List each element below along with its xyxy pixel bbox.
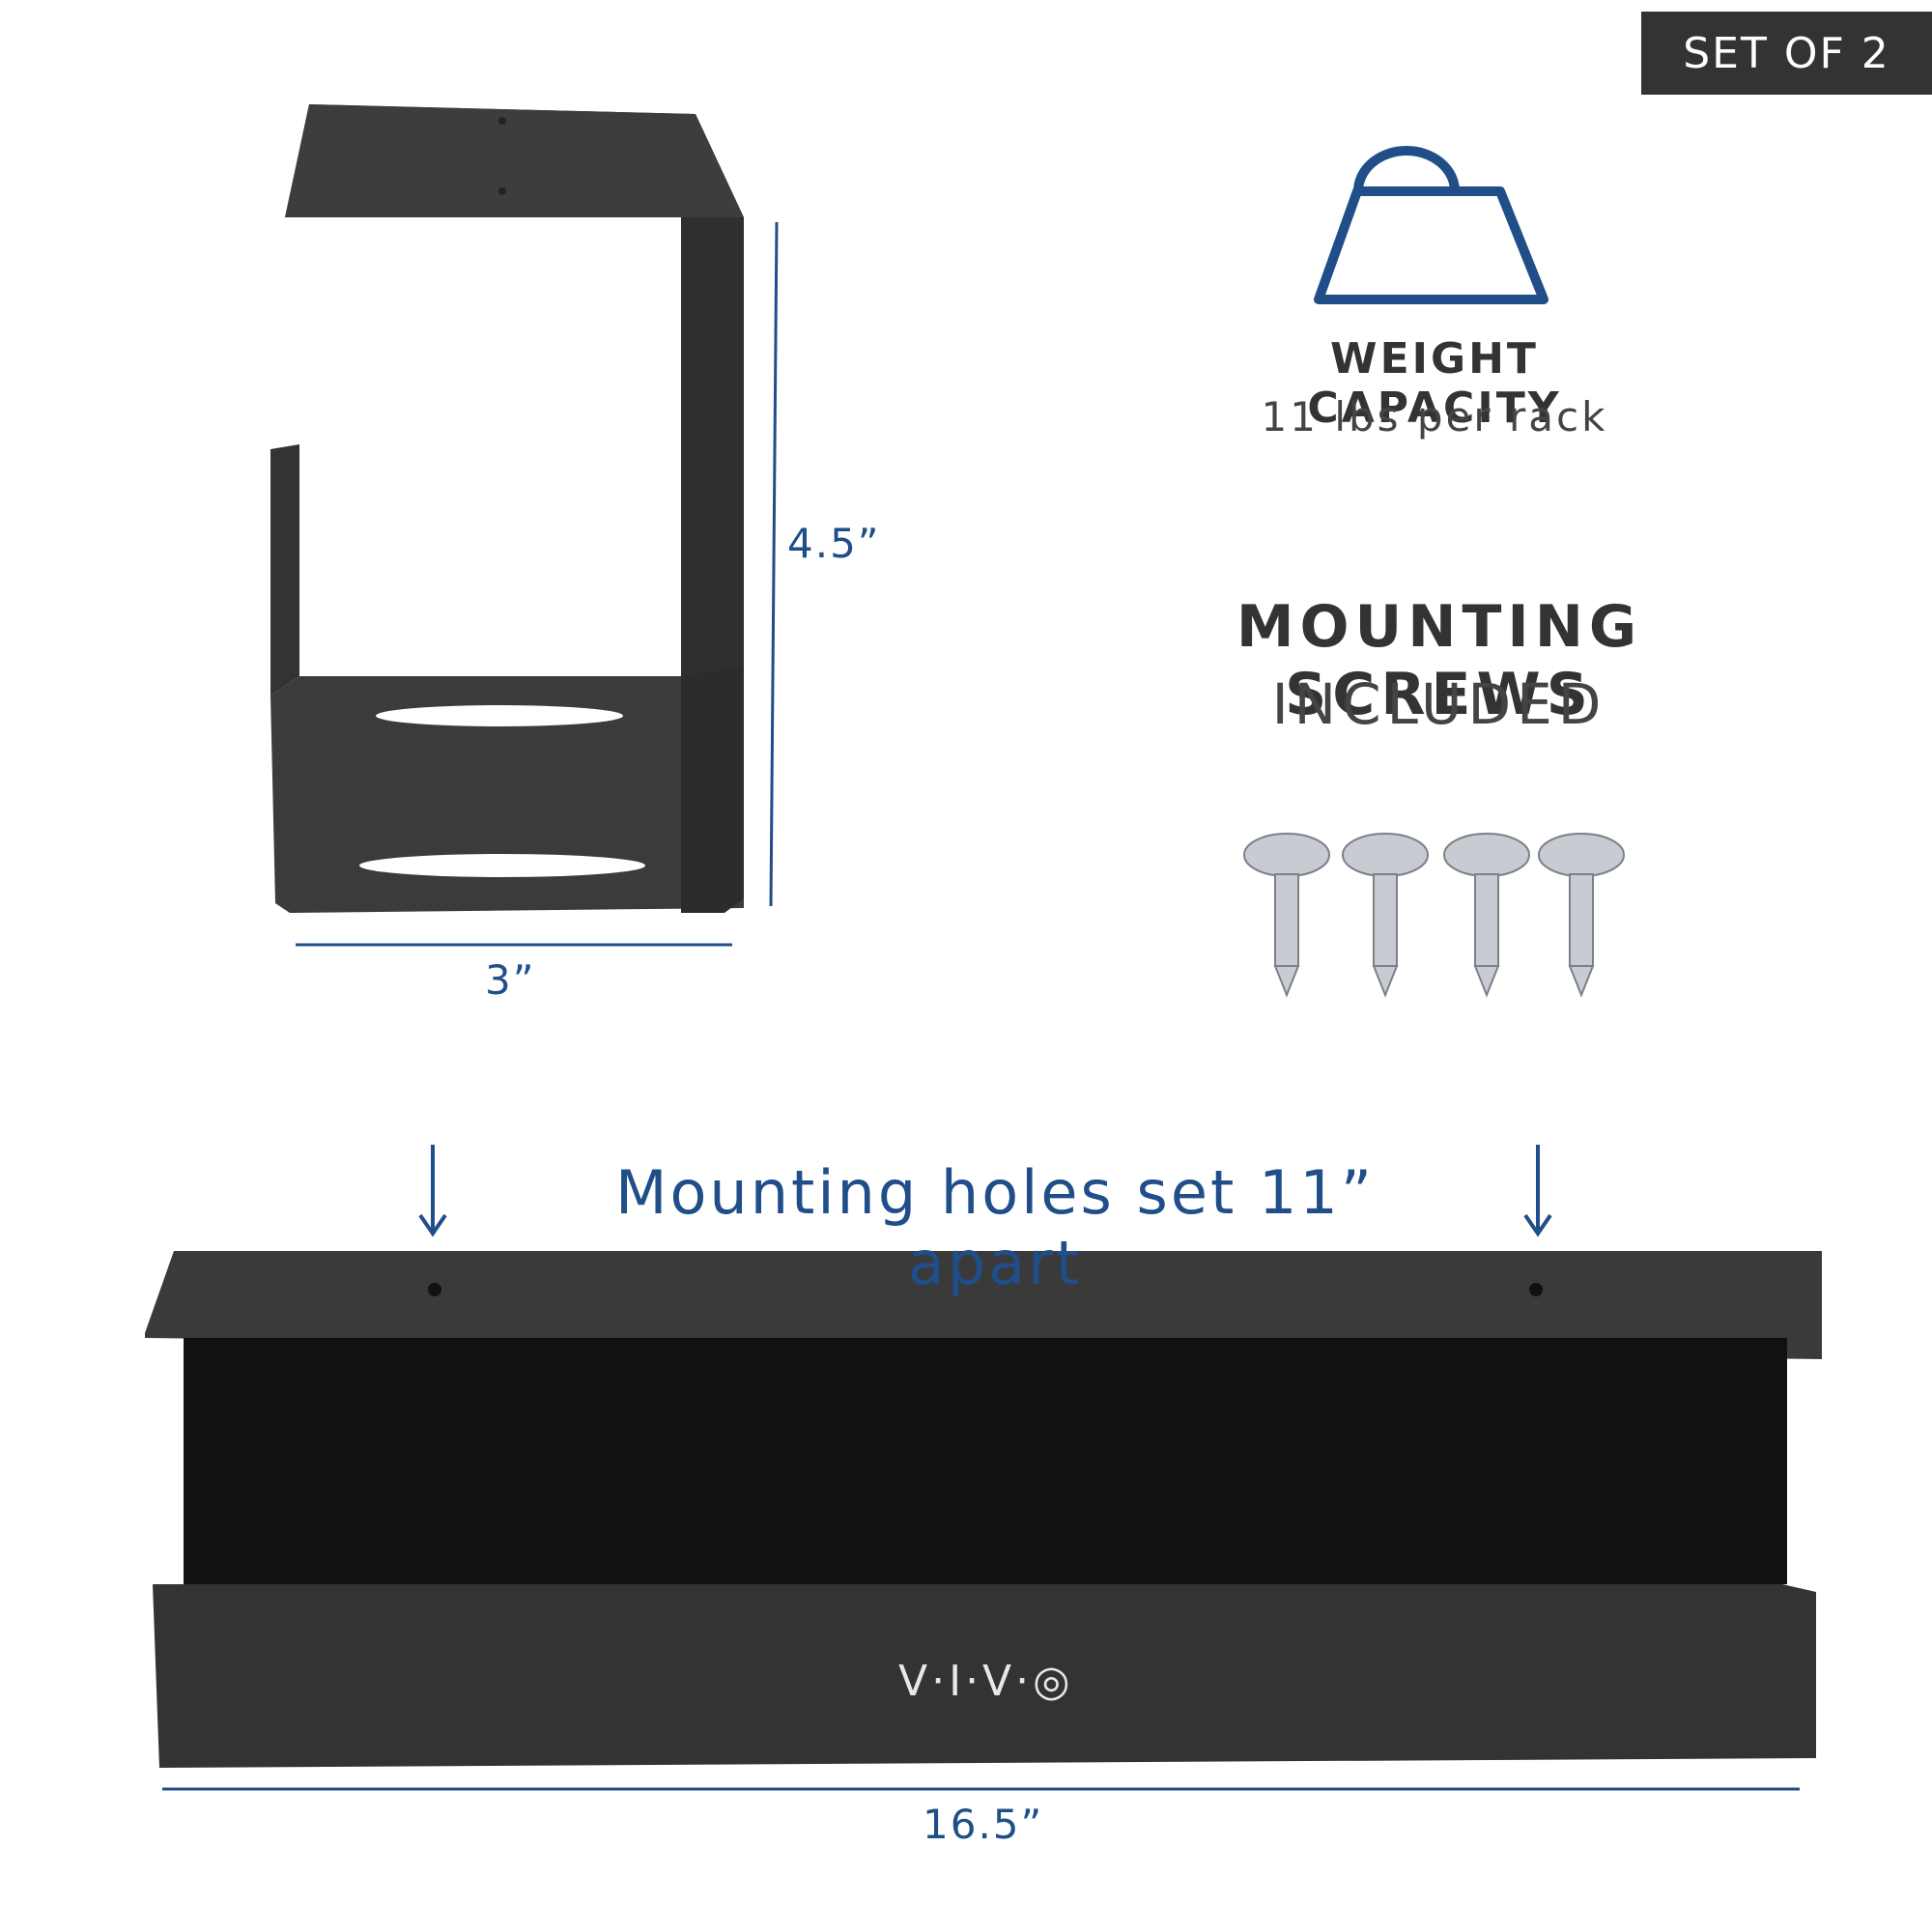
screw-4: [1538, 833, 1625, 998]
vivo-logo: V·I·V·◎: [898, 1657, 1074, 1706]
mounting-holes-label: Mounting holes set 11” apart: [615, 1157, 1375, 1298]
width-dimension-label: 3”: [485, 956, 536, 1004]
height-dimension-line: [769, 221, 779, 907]
screw-2: [1342, 833, 1429, 998]
screw-1: [1243, 833, 1330, 998]
weight-capacity-value: 11 lbs per rack: [1261, 393, 1608, 440]
weight-capacity-title: WEIGHT CAPACITY: [1307, 334, 1562, 433]
screws-image: [1243, 833, 1625, 998]
mounting-screws-subtitle: INCLUDED: [1271, 671, 1607, 737]
weight-icon: [1314, 146, 1548, 304]
tray-front-view: [145, 1251, 1822, 1768]
set-count-label: SET OF 2: [1683, 28, 1890, 78]
right-arrow-icon: [1523, 1145, 1552, 1237]
bracket-side-view: [270, 104, 744, 913]
height-dimension-label: 4.5”: [787, 520, 881, 567]
screw-3: [1443, 833, 1530, 998]
left-arrow-icon: [418, 1145, 447, 1237]
length-dimension-label: 16.5”: [923, 1801, 1044, 1848]
mounting-screws-title: MOUNTING SCREWS: [1236, 593, 1643, 728]
set-count-badge: SET OF 2: [1641, 12, 1932, 95]
